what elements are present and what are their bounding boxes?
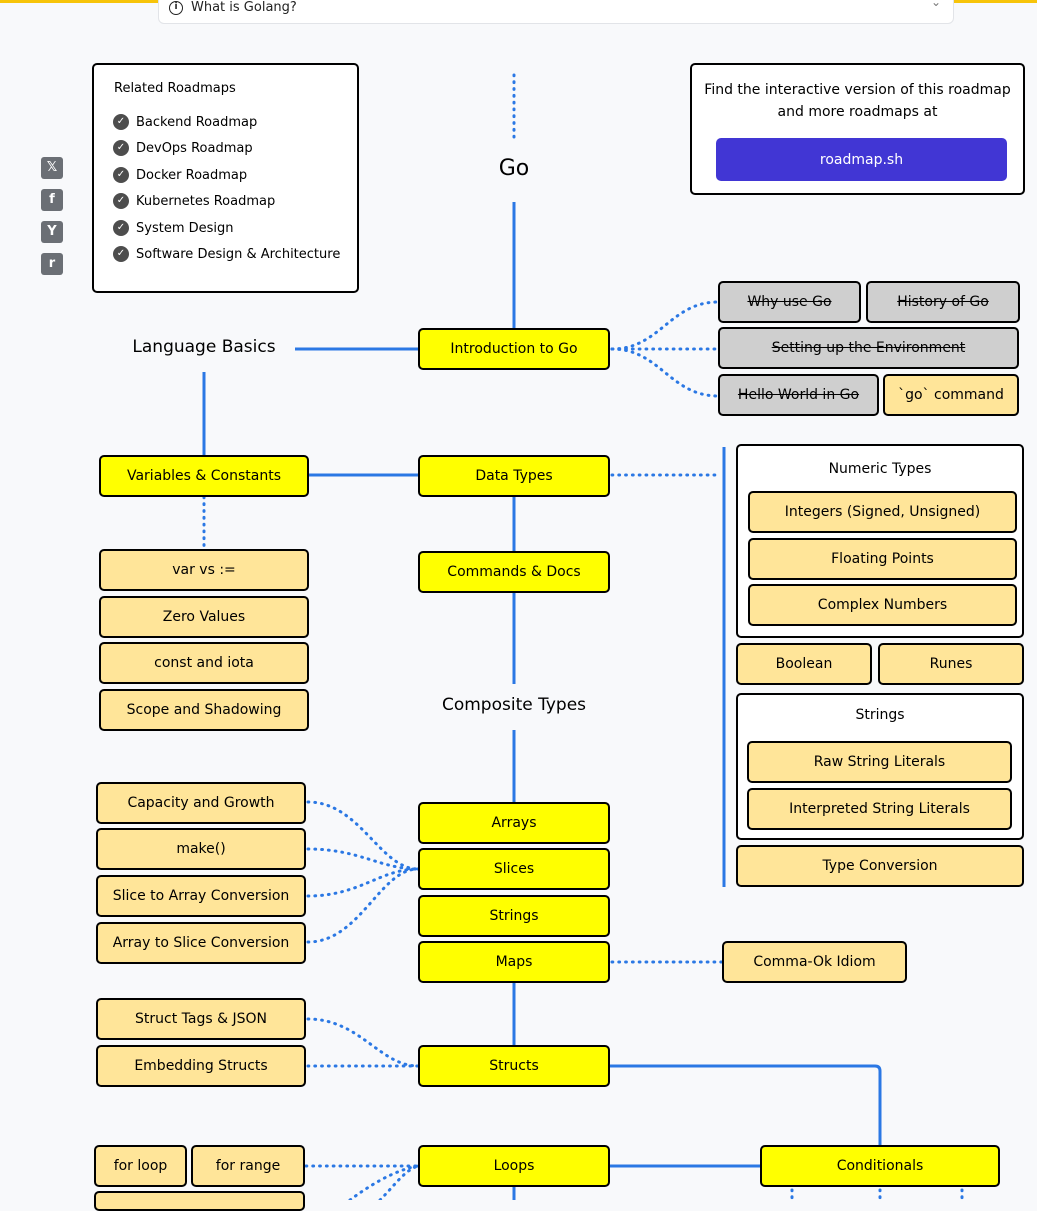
for-range-node[interactable]: for range: [191, 1145, 305, 1187]
x-twitter-icon[interactable]: 𝕏: [41, 157, 63, 179]
embedding-structs-node[interactable]: Embedding Structs: [96, 1045, 306, 1087]
floating-points-node[interactable]: Floating Points: [748, 538, 1017, 580]
strings-node[interactable]: Strings: [418, 895, 610, 937]
facebook-icon[interactable]: f: [41, 189, 63, 211]
interpreted-string-literals-node[interactable]: Interpreted String Literals: [747, 788, 1012, 830]
related-item-backend[interactable]: ✓Backend Roadmap: [113, 114, 257, 130]
capacity-growth-node[interactable]: Capacity and Growth: [96, 782, 306, 824]
reddit-icon[interactable]: r: [41, 253, 63, 275]
promo-panel: Find the interactive version of this roa…: [690, 63, 1025, 195]
check-circle-icon: ✓: [113, 193, 129, 209]
related-item-docker[interactable]: ✓Docker Roadmap: [113, 167, 247, 183]
intro-to-go-node[interactable]: Introduction to Go: [418, 328, 610, 370]
promo-text: Find the interactive version of this roa…: [704, 82, 1011, 120]
runes-node[interactable]: Runes: [878, 643, 1024, 685]
make-node[interactable]: make(): [96, 828, 306, 870]
related-roadmaps-panel: Related Roadmaps ✓Backend Roadmap ✓DevOp…: [92, 63, 359, 293]
struct-tags-json-node[interactable]: Struct Tags & JSON: [96, 998, 306, 1040]
maps-node[interactable]: Maps: [418, 941, 610, 983]
setup-environment-node[interactable]: Setting up the Environment: [718, 327, 1019, 369]
boolean-node[interactable]: Boolean: [736, 643, 872, 685]
arrays-node[interactable]: Arrays: [418, 802, 610, 844]
structs-node[interactable]: Structs: [418, 1045, 610, 1087]
related-item-devops[interactable]: ✓DevOps Roadmap: [113, 140, 253, 156]
raw-string-literals-node[interactable]: Raw String Literals: [747, 741, 1012, 783]
conditionals-node[interactable]: Conditionals: [760, 1145, 1000, 1187]
comma-ok-node[interactable]: Comma-Ok Idiom: [722, 941, 907, 983]
faq-question[interactable]: What is Golang?: [191, 0, 297, 15]
const-iota-node[interactable]: const and iota: [99, 642, 309, 684]
related-item-software-design[interactable]: ✓Software Design & Architecture: [113, 246, 340, 262]
check-circle-icon: ✓: [113, 114, 129, 130]
related-item-kubernetes[interactable]: ✓Kubernetes Roadmap: [113, 193, 275, 209]
loop-subtopic-node[interactable]: [94, 1191, 305, 1211]
why-use-go-node[interactable]: Why use Go: [718, 281, 861, 323]
slice-to-array-node[interactable]: Slice to Array Conversion: [96, 875, 306, 917]
hacker-news-icon[interactable]: Y: [41, 221, 63, 243]
scope-shadowing-node[interactable]: Scope and Shadowing: [99, 689, 309, 731]
faq-accordion[interactable]: i What is Golang? ⌄: [158, 0, 954, 24]
for-loop-node[interactable]: for loop: [94, 1145, 187, 1187]
related-item-system-design[interactable]: ✓System Design: [113, 220, 234, 236]
numeric-types-title: Numeric Types: [828, 461, 932, 477]
history-of-go-node[interactable]: History of Go: [866, 281, 1020, 323]
chevron-down-icon[interactable]: ⌄: [930, 0, 941, 9]
language-basics-label: Language Basics: [132, 337, 276, 357]
slices-node[interactable]: Slices: [418, 848, 610, 890]
roadmap-sh-button[interactable]: roadmap.sh: [716, 138, 1007, 181]
commands-docs-node[interactable]: Commands & Docs: [418, 551, 610, 593]
roadmap-title: Go: [498, 156, 530, 181]
related-roadmaps-title: Related Roadmaps: [114, 81, 236, 96]
var-vs-node[interactable]: var vs :=: [99, 549, 309, 591]
hello-world-node[interactable]: Hello World in Go: [718, 374, 879, 416]
zero-values-node[interactable]: Zero Values: [99, 596, 309, 638]
complex-numbers-node[interactable]: Complex Numbers: [748, 584, 1017, 626]
check-circle-icon: ✓: [113, 220, 129, 236]
check-circle-icon: ✓: [113, 167, 129, 183]
data-types-node[interactable]: Data Types: [418, 455, 610, 497]
loops-node[interactable]: Loops: [418, 1145, 610, 1187]
variables-constants-node[interactable]: Variables & Constants: [99, 455, 309, 497]
info-icon: i: [169, 1, 183, 15]
integers-node[interactable]: Integers (Signed, Unsigned): [748, 491, 1017, 533]
check-circle-icon: ✓: [113, 246, 129, 262]
strings-group-title: Strings: [855, 707, 905, 723]
array-to-slice-node[interactable]: Array to Slice Conversion: [96, 922, 306, 964]
check-circle-icon: ✓: [113, 140, 129, 156]
type-conversion-node[interactable]: Type Conversion: [736, 845, 1024, 887]
go-command-node[interactable]: `go` command: [883, 374, 1019, 416]
composite-types-label: Composite Types: [441, 695, 587, 715]
